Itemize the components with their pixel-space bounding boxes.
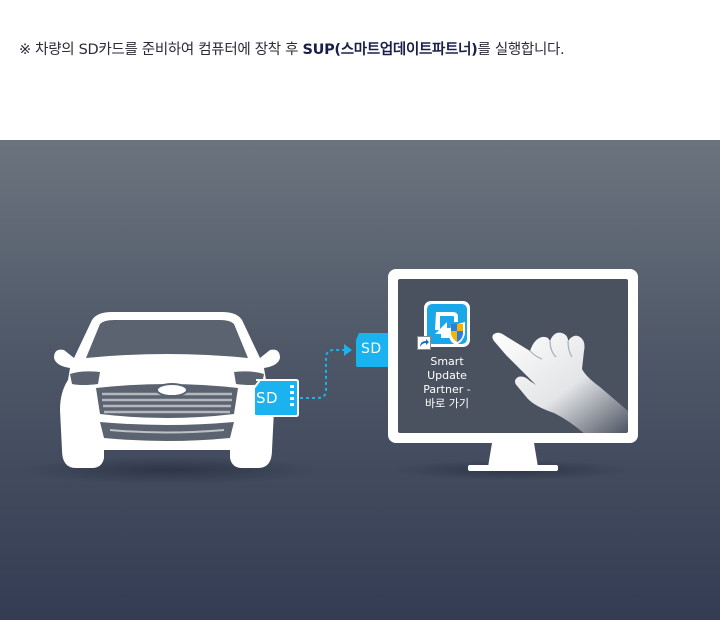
shortcut-arrow-icon — [417, 336, 431, 350]
sd-card-pc-icon: SD — [355, 332, 391, 372]
shortcut-label-line: Smart — [430, 355, 464, 368]
instruction-suffix: 를 실행합니다. — [477, 42, 565, 58]
shortcut-label-line: Update — [427, 369, 467, 382]
instruction-text: ※ 차량의 SD카드를 준비하여 컴퓨터에 장착 후 SUP(스마트업데이트파트… — [19, 38, 565, 59]
sd-card-car-label: SD — [256, 389, 279, 407]
pointing-hand-icon — [492, 332, 628, 435]
sd-card-pc-label: SD — [361, 341, 382, 357]
transfer-arrow-icon — [300, 344, 352, 399]
shortcut-label-line: 바로 가기 — [425, 397, 469, 410]
reference-mark: ※ — [19, 42, 31, 58]
illustration-scene: SD SD — [0, 140, 720, 620]
car-front-icon — [54, 312, 280, 468]
sd-card-car-icon: SD — [252, 378, 300, 422]
shortcut-label-line: Partner - — [423, 383, 471, 396]
instruction-prefix: 차량의 SD카드를 준비하여 컴퓨터에 장착 후 — [35, 42, 299, 58]
instruction-highlight: SUP(스마트업데이트파트너) — [302, 42, 478, 58]
smart-update-partner-app-icon — [424, 301, 470, 347]
shortcut-label: Smart Update Partner - 바로 가기 — [417, 355, 477, 411]
